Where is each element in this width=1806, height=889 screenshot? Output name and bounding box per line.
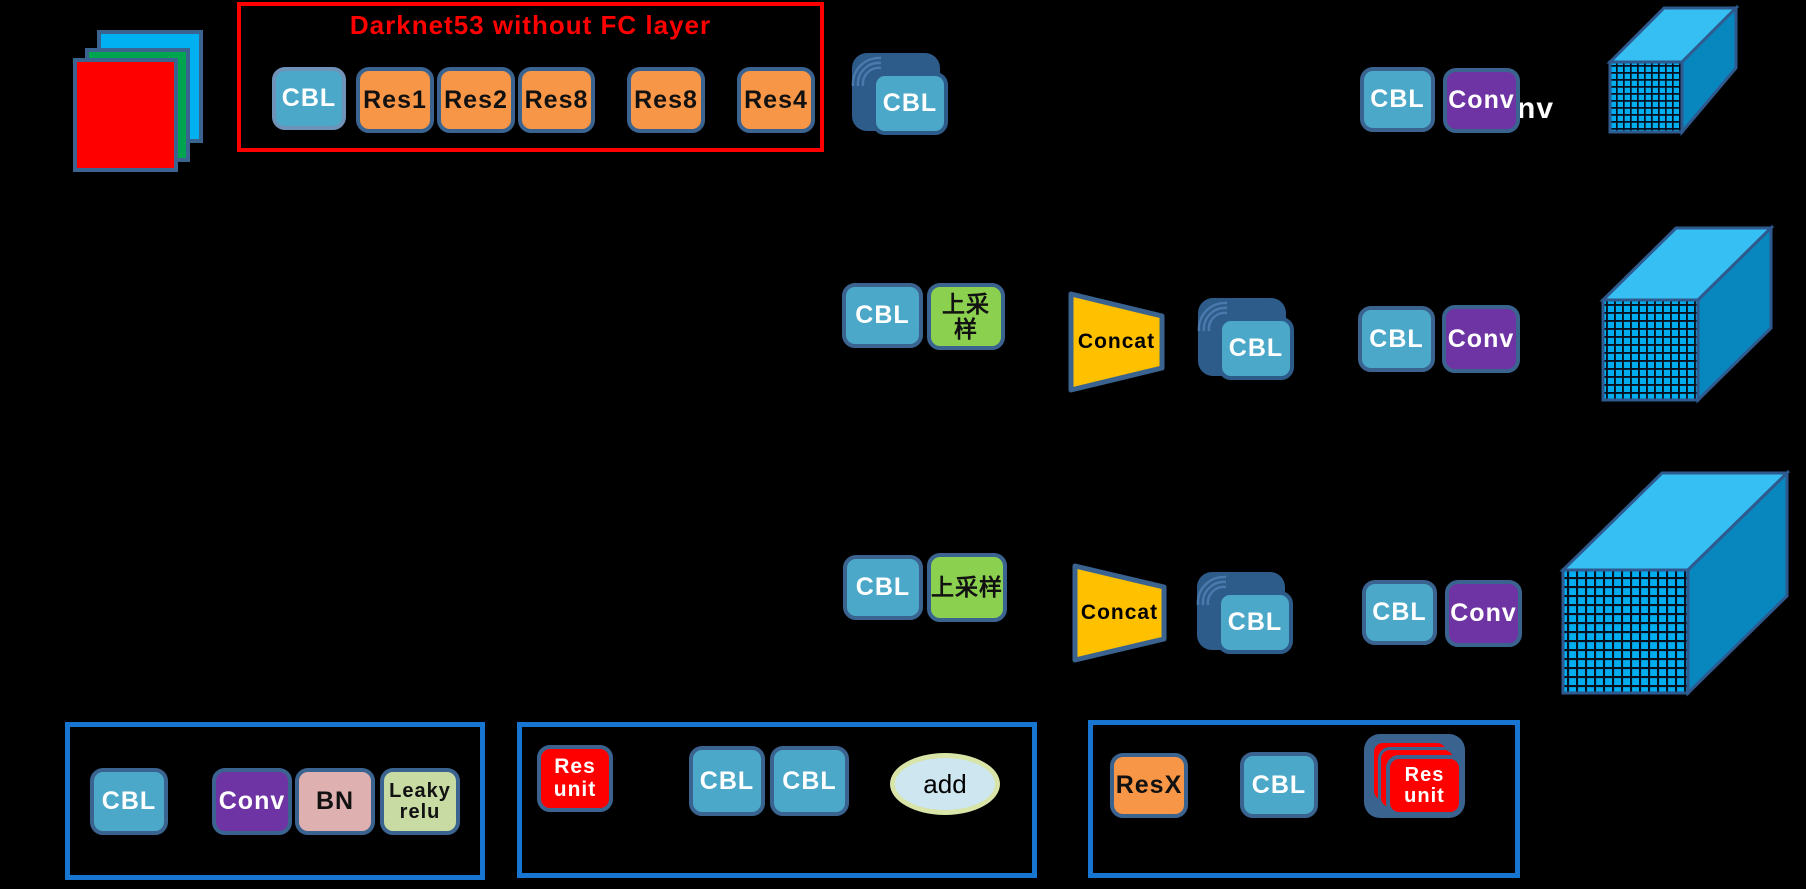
feature-map-cube-large [1559,469,1790,697]
row2-cbl-block: CBL [842,283,923,348]
legend-res-unit-stack: Res unit [1364,734,1465,818]
darknet53-frame [237,2,824,152]
legend-leaky-relu-block: Leaky relu [380,768,460,835]
concat-trapezoid [1072,563,1167,663]
row3-head-cbl-block: CBL [1362,580,1437,645]
legend-res-unit-stack-front: Res unit [1386,755,1463,816]
row3-cbl-block: CBL [843,555,923,620]
row2-concat-block: Concat [1068,291,1165,393]
legend-resx-block: ResX [1110,753,1188,818]
row2-head-cbl-block: CBL [1358,306,1435,372]
stack-arcs-icon [851,56,882,87]
backbone-block-res4: Res4 [737,67,815,133]
feature-map-cube-small [1606,4,1740,137]
legend-cbl-frame [65,722,485,880]
input-image-layer-red [73,58,178,172]
legend-res-cbl2-block: CBL [770,746,849,816]
legend-resx-cbl-block: CBL [1240,752,1318,818]
legend-bn-block: BN [295,768,375,835]
cbl-stack-row2: CBL [1191,293,1301,385]
legend-add-ellipse: add [890,753,1000,815]
row2-head-conv-block: Conv [1442,305,1520,373]
legend-resx-frame [1088,720,1520,878]
row3-concat-block: Concat [1072,563,1167,663]
row2-upsample-block: 上采样 [927,283,1005,350]
row3-concat-label: Concat [1080,601,1159,624]
cbl-stack-front: CBL [872,72,948,135]
cbl-stack-front: CBL [1217,591,1293,654]
legend-res-unit-frame [517,722,1037,878]
darknet53-title: Darknet53 without FC layer [349,10,712,40]
legend-conv-block: Conv [212,768,292,835]
feature-map-cube-medium [1599,224,1775,404]
backbone-block-cbl: CBL [272,67,346,130]
row2-concat-label: Concat [1077,330,1156,353]
stack-arcs-icon [1197,301,1228,332]
backbone-block-res2: Res2 [437,67,515,133]
backbone-block-res8a: Res8 [518,67,595,133]
legend-cbl-block: CBL [90,768,168,835]
legend-res-cbl1-block: CBL [689,746,765,816]
legend-res-unit-block: Res unit [537,745,613,812]
backbone-block-res1: Res1 [356,67,434,133]
concat-trapezoid [1068,291,1165,393]
cbl-stack-row3: CBL [1190,567,1300,659]
cbl-stack-stage1: CBL [845,48,955,140]
head1-cbl-block: CBL [1360,67,1435,132]
backbone-block-res8b: Res8 [627,67,705,133]
cbl-stack-front: CBL [1218,317,1294,380]
head1-conv-block: Conv [1443,68,1520,133]
row3-head-conv-block: Conv [1445,580,1522,647]
row3-upsample-block: 上采样 [927,553,1007,622]
stack-arcs-icon [1196,575,1227,606]
